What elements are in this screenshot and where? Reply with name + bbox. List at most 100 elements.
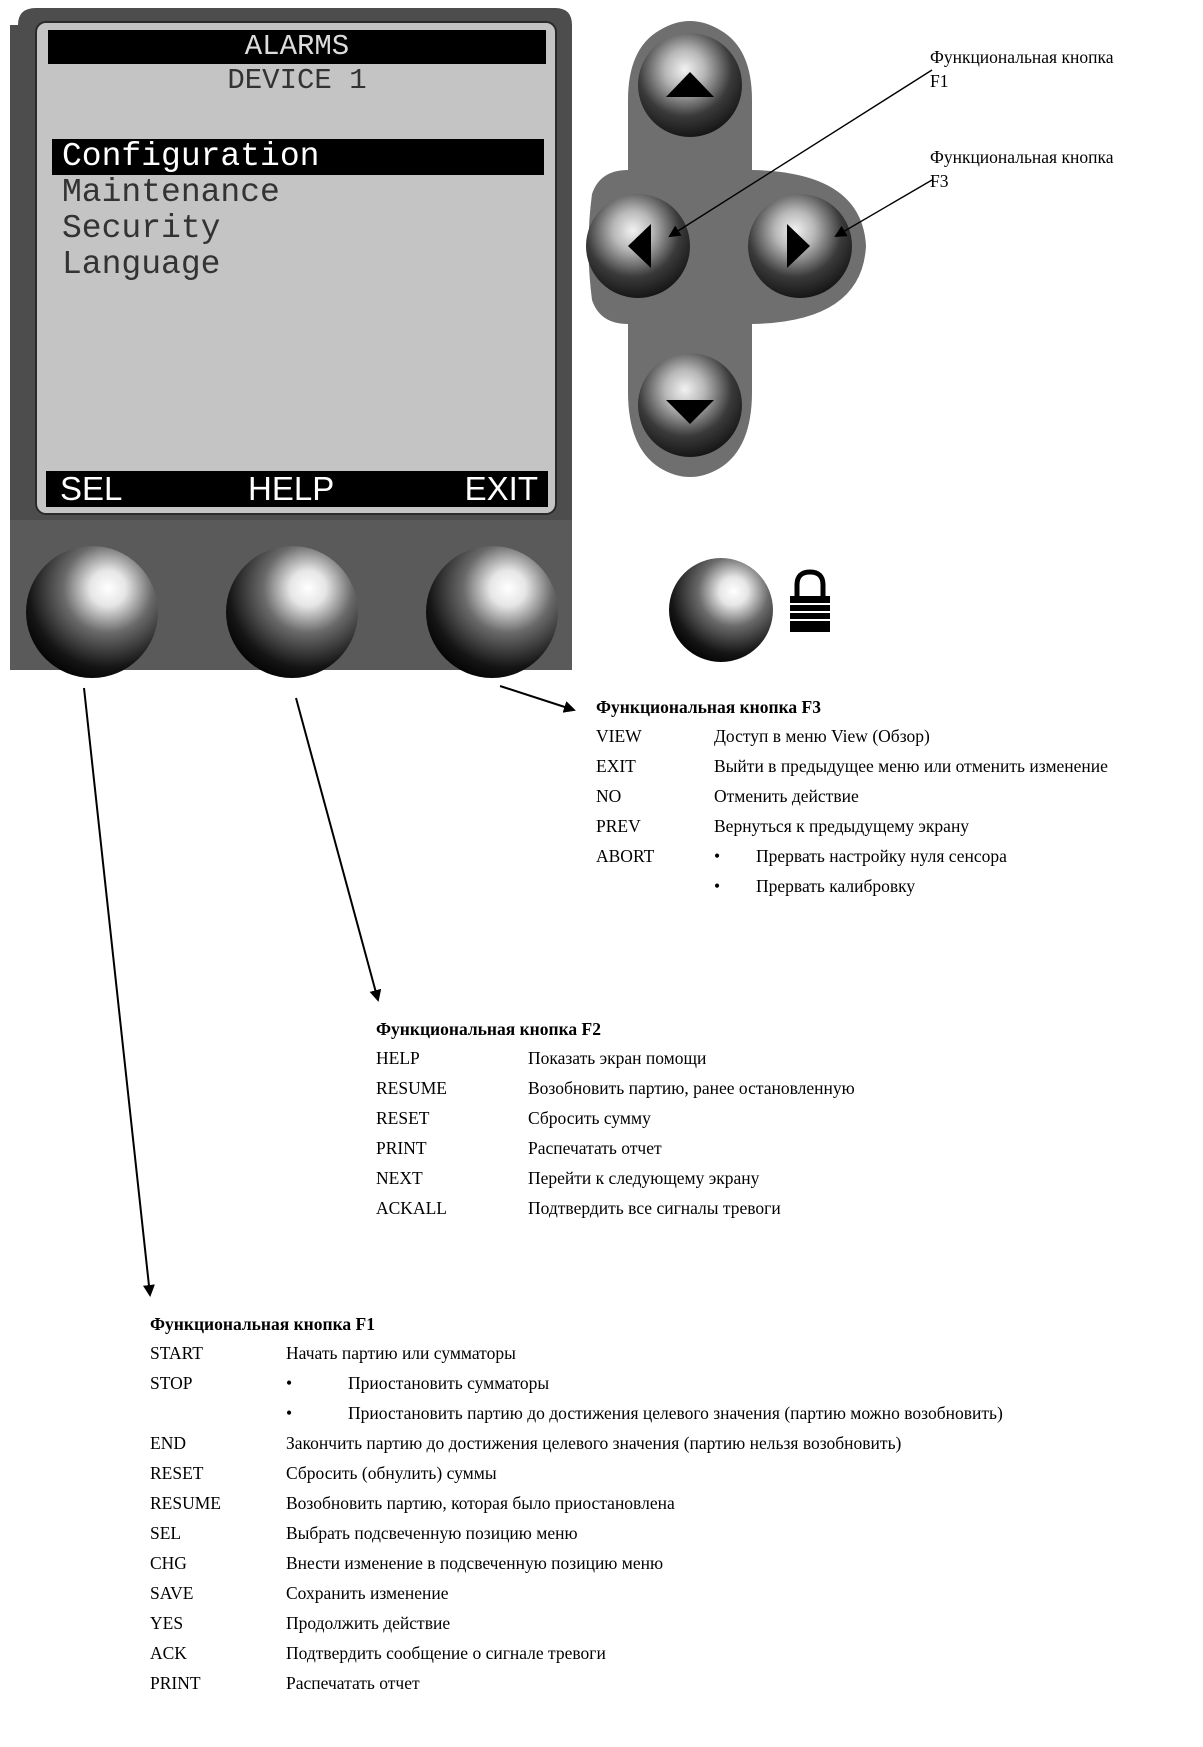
legend-description: Подтвердить все сигналы тревоги [528, 1198, 781, 1218]
legend-description: Вернуться к предыдущему экрану [714, 816, 970, 836]
legend-description: Приостановить сумматоры [348, 1373, 550, 1393]
legend-description: Возобновить партию, которая было приоста… [286, 1493, 675, 1513]
menu-item-security[interactable]: Security [62, 210, 221, 247]
legend-description: Прервать настройку нуля сенсора [756, 846, 1007, 866]
softkey-f1-button[interactable] [26, 546, 158, 678]
menu-item-language[interactable]: Language [62, 246, 221, 283]
legend-f1-row: SAVE Сохранить изменение [150, 1578, 1195, 1608]
softkey-label-sel: SEL [60, 470, 123, 507]
legend-description: Перейти к следующему экрану [528, 1168, 760, 1188]
legend-f2-row: PRINT Распечатать отчет [376, 1133, 1076, 1163]
legend-key: END [150, 1433, 186, 1453]
legend-key: CHG [150, 1553, 187, 1573]
legend-f3-row: VIEW Доступ в меню View (Обзор) [596, 721, 1196, 751]
legend-f1-row: STOP • Приостановить сумматоры [150, 1368, 1195, 1398]
bullet-icon: • [286, 1373, 293, 1393]
legend-description: Распечатать отчет [528, 1138, 662, 1158]
callout-f3-line [834, 179, 933, 238]
legend-f3-row: EXIT Выйти в предыдущее меню или отменить… [596, 751, 1196, 781]
right-arrow-icon [787, 224, 810, 268]
legend-key: PREV [596, 816, 641, 836]
callout-f1: Функциональная кнопка F1 [930, 47, 1114, 91]
bullet-icon: • [286, 1403, 293, 1423]
legend-key: RESET [150, 1463, 204, 1483]
legend-description: Выйти в предыдущее меню или отменить изм… [714, 756, 1108, 776]
legend-key: RESUME [150, 1493, 221, 1513]
softkey-f3-button[interactable] [426, 546, 558, 678]
legend-key: EXIT [596, 756, 636, 776]
legend-f2-title: Функциональная кнопка F2 [376, 1019, 601, 1039]
legend-key: HELP [376, 1048, 420, 1068]
legend-f3-row: NO Отменить действие [596, 781, 1196, 811]
legend-f3: Функциональная кнопка F3 VIEW Доступ в ме… [596, 693, 1196, 901]
legend-key: STOP [150, 1373, 193, 1393]
bullet-icon: • [714, 846, 721, 866]
legend-f1-row: ACK Подтвердить сообщение о сигнале трево… [150, 1638, 1195, 1668]
legend-f1-row: PRINT Распечатать отчет [150, 1668, 1195, 1698]
legend-description: Продолжить действие [286, 1613, 451, 1633]
legend-f1-row: END Закончить партию до достижения целево… [150, 1428, 1195, 1458]
bullet-icon: • [714, 876, 721, 896]
legend-f3-row: ABORT • Прервать настройку нуля сенсора [596, 841, 1196, 871]
legend-f2-row: NEXT Перейти к следующему экрану [376, 1163, 1076, 1193]
security-button[interactable] [669, 558, 773, 662]
legend-f3-row: PREV Вернуться к предыдущему экрану [596, 811, 1196, 841]
legend-key: NO [596, 786, 622, 806]
down-arrow-icon [666, 400, 714, 424]
legend-key: SAVE [150, 1583, 194, 1603]
legend-key: SEL [150, 1523, 182, 1543]
lcd-header: ALARMS [48, 30, 546, 64]
legend-description: Прервать калибровку [756, 876, 916, 896]
legend-f1-row: YES Продолжить действие [150, 1608, 1195, 1638]
callout-f3: Функциональная кнопка F3 [930, 147, 1114, 191]
legend-description: Начать партию или сумматоры [286, 1343, 516, 1363]
legend-f3-title: Функциональная кнопка F3 [596, 697, 821, 717]
left-arrow-icon [628, 224, 651, 268]
legend-f3-row: • Прервать калибровку [596, 871, 1196, 901]
legend-key: RESUME [376, 1078, 447, 1098]
legend-key: PRINT [376, 1138, 427, 1158]
legend-key: VIEW [596, 726, 642, 746]
legend-key: YES [150, 1613, 184, 1633]
legend-key: PRINT [150, 1673, 201, 1693]
legend-key: ACKALL [376, 1198, 447, 1218]
legend-description: Распечатать отчет [286, 1673, 420, 1693]
arrow-to-f3-legend [499, 685, 576, 713]
legend-f2: Функциональная кнопка F2 HELP Показать эк… [376, 1015, 1076, 1223]
legend-key: RESET [376, 1108, 430, 1128]
softkey-label-help: HELP [248, 470, 335, 507]
legend-f1-row: START Начать партию или сумматоры [150, 1338, 1195, 1368]
legend-key: NEXT [376, 1168, 423, 1188]
legend-description: Подтвердить сообщение о сигнале тревоги [286, 1643, 606, 1663]
legend-description: Внести изменение в подсвеченную позицию … [286, 1553, 664, 1573]
legend-description: Сбросить (обнулить) суммы [286, 1463, 497, 1483]
legend-key: ABORT [596, 846, 655, 866]
softkey-label-exit: EXIT [464, 470, 538, 507]
legend-f1-title: Функциональная кнопка F1 [150, 1314, 375, 1334]
arrow-to-f2-legend [295, 697, 382, 1002]
legend-description: Доступ в меню View (Обзор) [714, 726, 930, 746]
nav-pad [588, 21, 866, 477]
up-arrow-icon [666, 72, 714, 97]
legend-f1-row: RESUME Возобновить партию, которая было п… [150, 1488, 1195, 1518]
legend-key: ACK [150, 1643, 187, 1663]
legend-f2-row: ACKALL Подтвердить все сигналы тревоги [376, 1193, 1076, 1223]
padlock-icon [790, 569, 830, 632]
legend-f2-row: RESET Сбросить сумму [376, 1103, 1076, 1133]
legend-description: Отменить действие [714, 786, 859, 806]
legend-description: Сбросить сумму [528, 1108, 651, 1128]
menu-item-maintenance[interactable]: Maintenance [62, 174, 280, 211]
legend-f1-row: CHG Внести изменение в подсвеченную позиц… [150, 1548, 1195, 1578]
menu-item-configuration[interactable]: Configuration [52, 139, 544, 175]
softkey-label-bar: SEL HELP EXIT [46, 471, 548, 507]
legend-description: Закончить партию до достижения целевого … [286, 1433, 902, 1453]
legend-description: Приостановить партию до достижения целев… [348, 1403, 1003, 1423]
softkey-f2-button[interactable] [226, 546, 358, 678]
legend-key: START [150, 1343, 203, 1363]
legend-description: Выбрать подсвеченную позицию меню [286, 1523, 578, 1543]
legend-f2-row: HELP Показать экран помощи [376, 1043, 1076, 1073]
legend-description: Показать экран помощи [528, 1048, 707, 1068]
legend-f1: Функциональная кнопка F1 START Начать пар… [150, 1310, 1195, 1698]
legend-description: Сохранить изменение [286, 1583, 449, 1603]
callout-f1-line [668, 69, 933, 238]
